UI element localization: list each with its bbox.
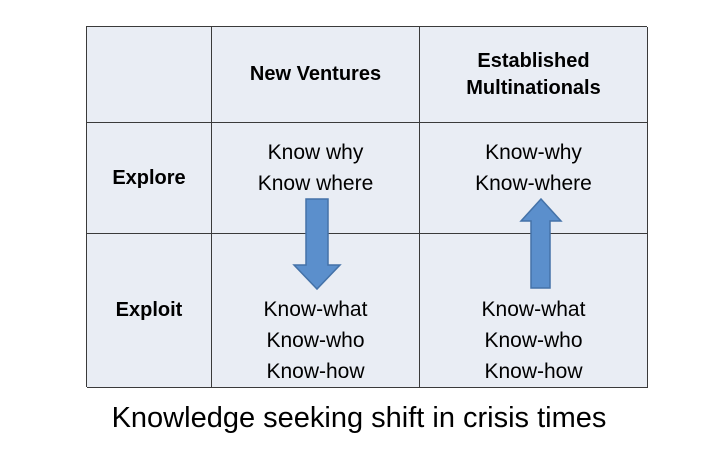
exploit-nv-item: Know-what bbox=[263, 298, 368, 321]
exploit-mn-item: Know-what bbox=[481, 298, 586, 321]
header-multinationals-line1: Established bbox=[477, 49, 590, 72]
knowledge-matrix: New Ventures Established Multinationals … bbox=[86, 26, 648, 388]
figure-caption: Knowledge seeking shift in crisis times bbox=[111, 402, 607, 434]
exploit-nv-item: Know-who bbox=[266, 329, 365, 352]
exploit-mn-item: Know-how bbox=[484, 360, 583, 383]
row-label-explore-cell: Explore bbox=[87, 123, 212, 234]
explore-new-ventures-cell: Know why Know where bbox=[212, 123, 420, 234]
row-label-explore: Explore bbox=[112, 166, 186, 189]
explore-nv-item: Know where bbox=[257, 172, 374, 195]
explore-mn-item: Know-why bbox=[485, 141, 582, 164]
header-multinationals: Established Multinationals bbox=[420, 27, 648, 123]
header-new-ventures: New Ventures bbox=[212, 27, 420, 123]
exploit-mn-item: Know-who bbox=[484, 329, 583, 352]
explore-multinationals-cell: Know-why Know-where bbox=[420, 123, 648, 234]
corner-cell bbox=[87, 27, 212, 123]
exploit-new-ventures-cell: Know-what Know-who Know-how bbox=[212, 234, 420, 388]
exploit-nv-item: Know-how bbox=[266, 360, 365, 383]
explore-mn-item: Know-where bbox=[475, 172, 592, 195]
exploit-multinationals-cell: Know-what Know-who Know-how bbox=[420, 234, 648, 388]
row-label-exploit-cell: Exploit bbox=[87, 234, 212, 388]
header-multinationals-line2: Multinationals bbox=[466, 76, 601, 99]
explore-nv-item: Know why bbox=[267, 141, 364, 164]
row-label-exploit: Exploit bbox=[115, 299, 183, 321]
header-new-ventures-label: New Ventures bbox=[249, 63, 382, 85]
